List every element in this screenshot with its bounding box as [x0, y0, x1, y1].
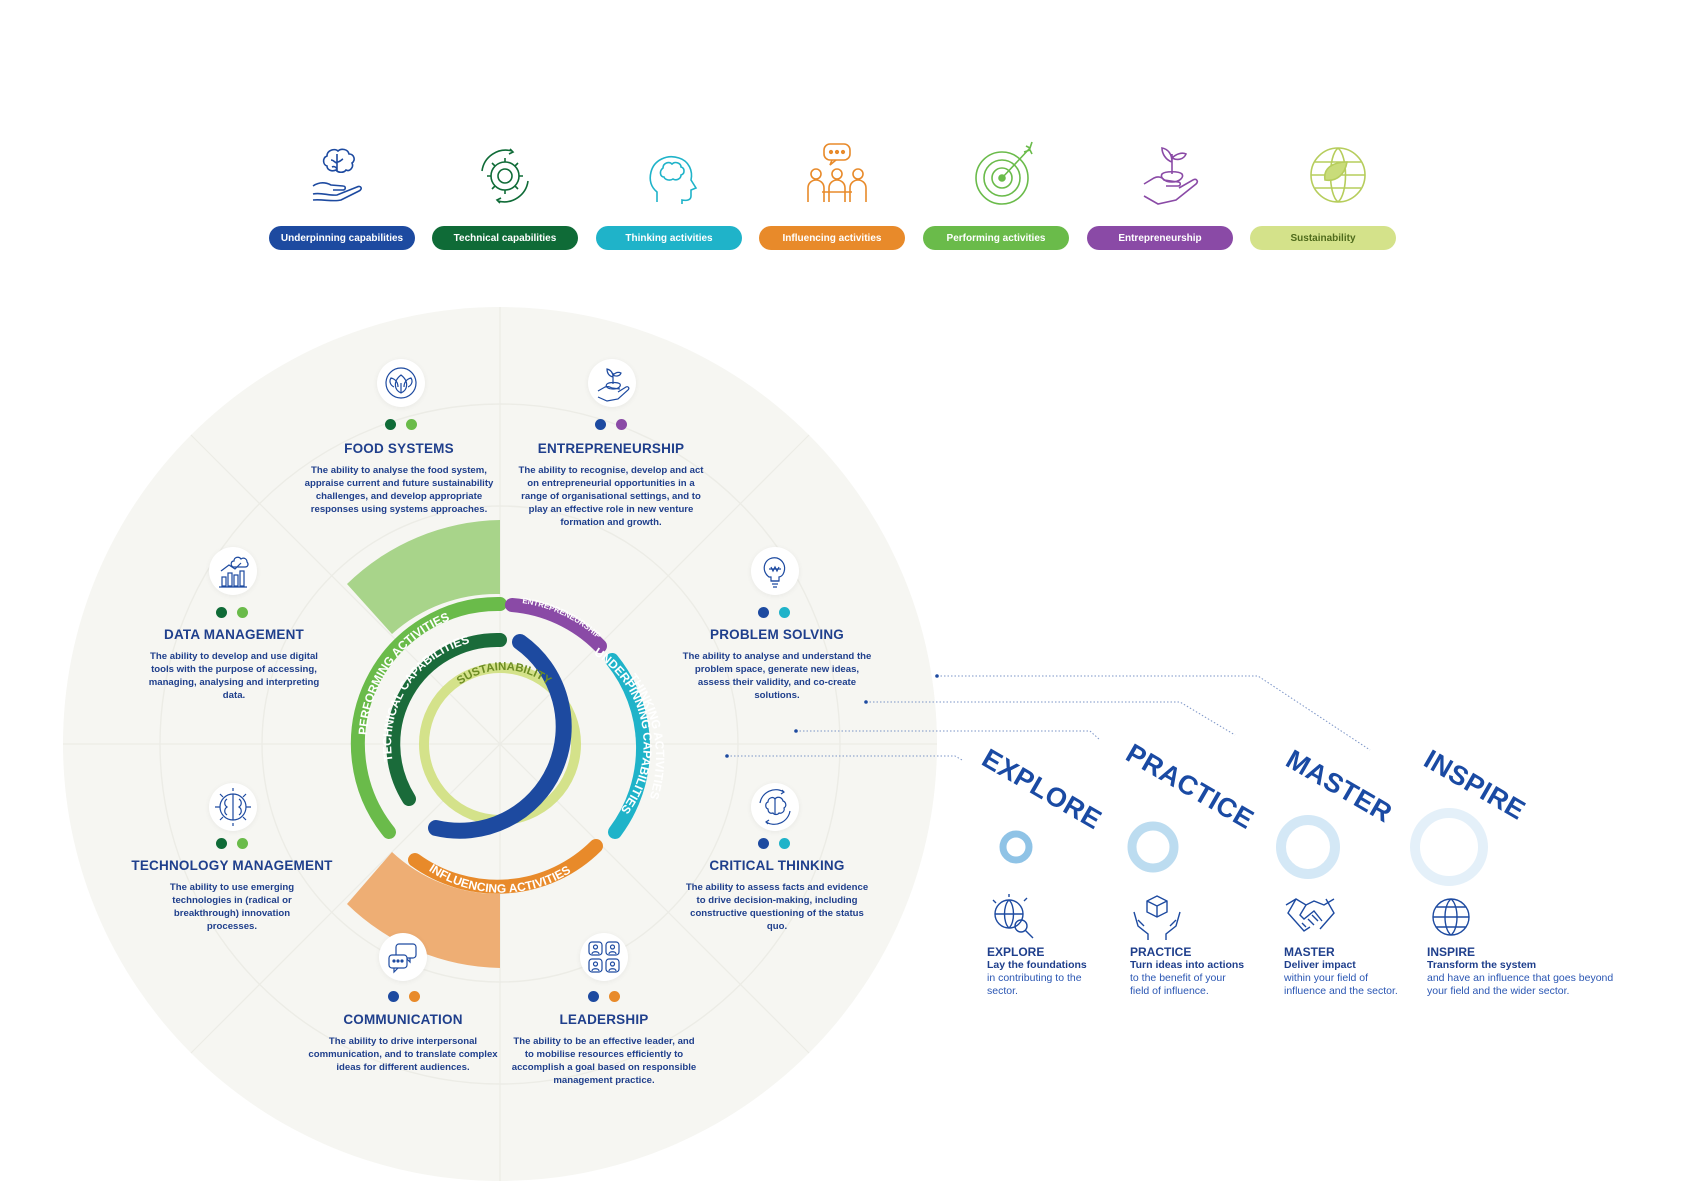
- group-speech-icon: [807, 143, 867, 202]
- head-brain-icon: [649, 156, 698, 204]
- entrepreneurship-title: ENTREPRENEURSHIP: [537, 441, 685, 456]
- problem-solving-desc: The ability to analyse and understand th…: [682, 651, 872, 701]
- data-management-title: DATA MANAGEMENT: [164, 627, 304, 642]
- speech-bubbles-icon: [379, 933, 427, 981]
- data-management-desc: The ability to develop and use digital t…: [148, 651, 320, 701]
- legend-thinking: Thinking activities: [596, 226, 742, 250]
- communication-title: COMMUNICATION: [343, 1012, 463, 1027]
- technology-management-block: TECHNOLOGY MANAGEMENT The ability to use…: [127, 858, 337, 933]
- food-systems-title: FOOD SYSTEMS: [344, 441, 454, 456]
- level-inspire-text: INSPIRE Transform the system and have an…: [1427, 946, 1627, 998]
- communication-dots: [388, 991, 420, 1002]
- leaf-globe-icon: [1310, 147, 1366, 203]
- level-explore-sub: Lay the foundations: [987, 959, 1087, 971]
- people-grid-icon: [580, 933, 628, 981]
- leadership-block: LEADERSHIP The ability to be an effectiv…: [509, 1012, 699, 1087]
- data-management-dots: [216, 607, 248, 618]
- gear-cycle-icon: [481, 148, 529, 204]
- entrepreneurship-desc: The ability to recognise, develop and ac…: [518, 465, 704, 528]
- globe-magnifier-icon: [992, 894, 1034, 939]
- communication-desc: The ability to drive interpersonal commu…: [308, 1036, 498, 1073]
- circuit-brain-icon: [209, 783, 257, 831]
- handshake-icon: [1285, 898, 1335, 932]
- legend-performing: Performing activities: [923, 226, 1069, 250]
- level-master-desc: within your field of influence and the s…: [1284, 972, 1398, 997]
- legend-underpinning: Underpinning capabilities: [269, 226, 415, 250]
- level-practice-title: PRACTICE: [1130, 945, 1192, 959]
- critical-thinking-desc: The ability to assess facts and evidence…: [685, 882, 869, 932]
- level-ring-master: [1276, 815, 1340, 879]
- problem-solving-title: PROBLEM SOLVING: [709, 627, 844, 642]
- problem-solving-dots: [758, 607, 790, 618]
- level-ring-practice: [1127, 821, 1179, 873]
- level-explore-desc: in contributing to the sector.: [987, 972, 1082, 997]
- leadership-desc: The ability to be an effective leader, a…: [511, 1036, 697, 1086]
- brain-hand-icon: [312, 148, 362, 202]
- level-master-text: MASTER Deliver impact within your field …: [1284, 946, 1484, 998]
- problem-solving-block: PROBLEM SOLVING The ability to analyse a…: [682, 627, 872, 702]
- hands-cube-icon: [1133, 895, 1181, 940]
- food-systems-dots: [385, 419, 417, 430]
- level-master-title: MASTER: [1284, 945, 1335, 959]
- lightbulb-icon: [751, 547, 799, 595]
- target-arrow-icon: [975, 141, 1033, 205]
- hand-plant-icon: [1143, 147, 1199, 205]
- brain-cycle-icon: [751, 783, 799, 831]
- food-systems-block: FOOD SYSTEMS The ability to analyse the …: [304, 441, 494, 516]
- technology-management-dots: [216, 838, 248, 849]
- level-explore-title: EXPLORE: [987, 945, 1045, 959]
- leaf-circle-icon: [377, 359, 425, 407]
- leadership-title: LEADERSHIP: [559, 1012, 649, 1027]
- level-inspire-desc: and have an influence that goes beyond y…: [1427, 972, 1614, 997]
- cloud-chart-icon: [209, 547, 257, 595]
- food-systems-desc: The ability to analyse the food system, …: [304, 465, 494, 515]
- level-inspire-title: INSPIRE: [1427, 945, 1476, 959]
- critical-thinking-title: CRITICAL THINKING: [709, 858, 845, 873]
- level-inspire-sub: Transform the system: [1427, 959, 1537, 971]
- technology-management-desc: The ability to use emerging technologies…: [169, 882, 295, 932]
- technology-management-title: TECHNOLOGY MANAGEMENT: [131, 858, 333, 873]
- food-systems-band: [347, 520, 500, 634]
- communication-block: COMMUNICATION The ability to drive inter…: [308, 1012, 498, 1074]
- level-practice-desc: to the benefit of your field of influenc…: [1130, 972, 1226, 997]
- legend-sustainability: Sustainability: [1250, 226, 1396, 250]
- legend-entrepreneurship: Entrepreneurship: [1087, 226, 1233, 250]
- level-practice-text: PRACTICE Turn ideas into actions to the …: [1130, 946, 1330, 998]
- communication-band: [347, 852, 500, 968]
- critical-thinking-block: CRITICAL THINKING The ability to assess …: [682, 858, 872, 933]
- hand-plant-small-icon: [588, 359, 636, 407]
- critical-thinking-dots: [758, 838, 790, 849]
- level-ring-inspire: [1410, 808, 1488, 886]
- legend-technical: Technical capabilities: [432, 226, 578, 250]
- entrepreneurship-dots: [595, 419, 627, 430]
- level-explore-text: EXPLORE Lay the foundations in contribut…: [987, 946, 1187, 998]
- leadership-dots: [588, 991, 620, 1002]
- level-practice-sub: Turn ideas into actions: [1130, 959, 1245, 971]
- level-master-sub: Deliver impact: [1284, 959, 1356, 971]
- globe-icon: [1432, 898, 1470, 936]
- level-ring-explore: [999, 830, 1033, 864]
- legend-influencing: Influencing activities: [759, 226, 905, 250]
- data-management-block: DATA MANAGEMENT The ability to develop a…: [139, 627, 329, 702]
- entrepreneurship-block: ENTREPRENEURSHIP The ability to recognis…: [516, 441, 706, 529]
